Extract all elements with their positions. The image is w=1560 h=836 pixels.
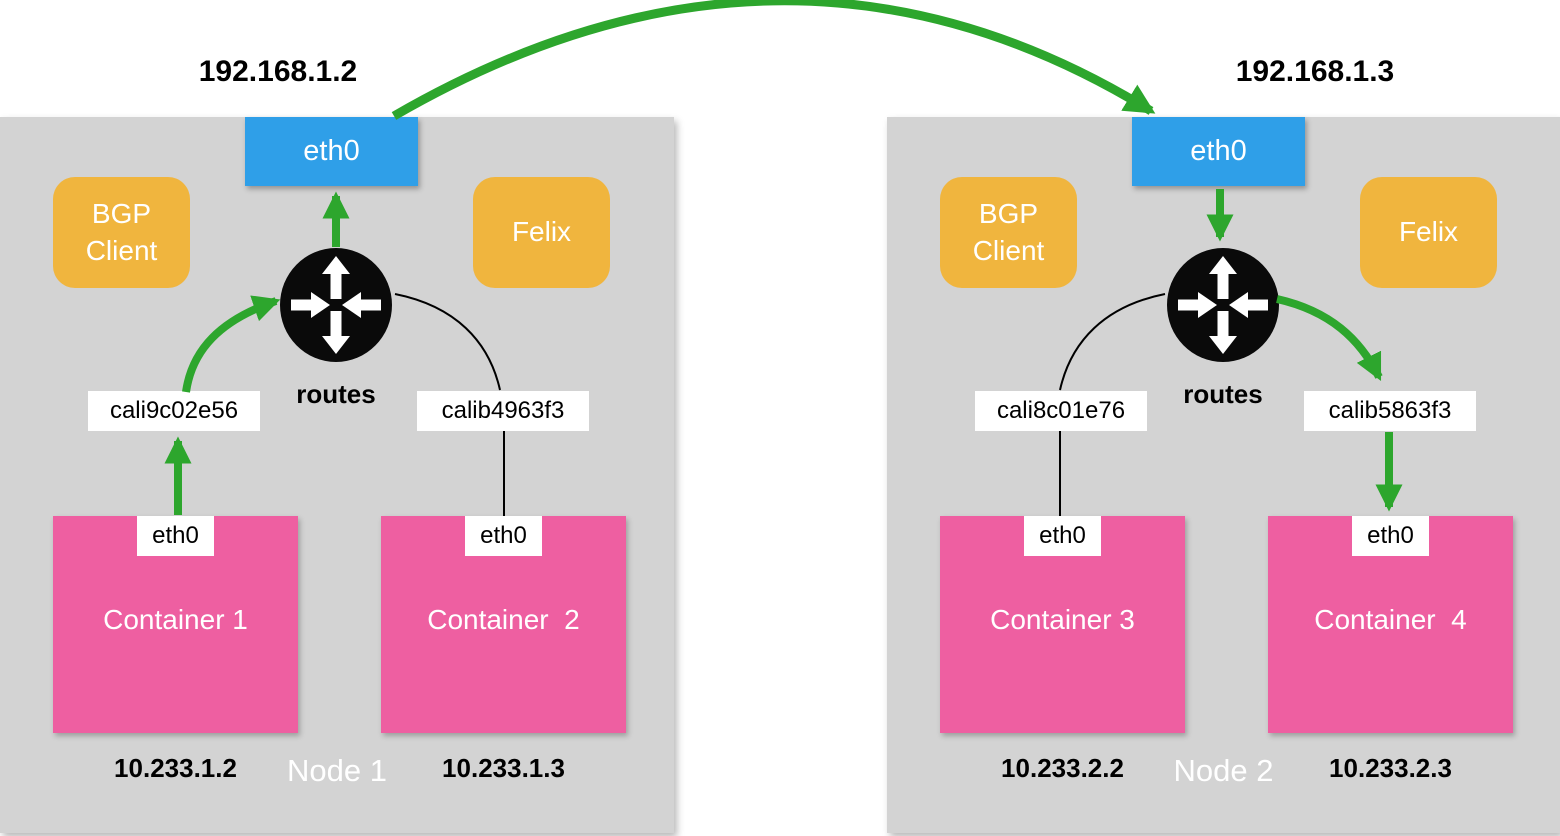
node-1-veth-cali9c02e56: cali9c02e56 (88, 391, 260, 431)
bgp-client-label: BGP Client (972, 198, 1045, 266)
container-4-box: eth0 Container 4 (1268, 516, 1513, 733)
node-2-felix-box: Felix (1360, 177, 1497, 288)
container-1-ip: 10.233.1.2 (114, 753, 237, 783)
node-1-routes-label: routes (296, 379, 376, 409)
node-1-label: Node 1 (287, 753, 387, 788)
container-1-eth0-interface: eth0 (137, 516, 214, 556)
node-1-host-ip: 192.168.1.2 (198, 55, 358, 88)
container-4-ip: 10.233.2.3 (1329, 753, 1452, 783)
node-1-eth0-interface: eth0 (245, 117, 418, 186)
container-2-ip: 10.233.1.3 (442, 753, 565, 783)
bgp-client-label: BGP Client (85, 198, 158, 266)
container-3-label: Container 3 (990, 604, 1135, 635)
felix-label: Felix (511, 216, 572, 248)
container-2-label: Container 2 (427, 604, 580, 635)
router-icon (1167, 248, 1279, 362)
container-2-eth0-interface: eth0 (465, 516, 542, 556)
node-1-bgp-client-box: BGP Client (53, 177, 190, 288)
node-1-felix-box: Felix (473, 177, 610, 288)
node-2-bgp-client-box: BGP Client (940, 177, 1077, 288)
container-1-box: eth0 Container 1 (53, 516, 298, 733)
node-2-veth-calib5863f3: calib5863f3 (1304, 391, 1476, 431)
arrow-host1-eth0-to-host2-eth0 (391, 0, 1156, 120)
container-2-box: eth0 Container 2 (381, 516, 626, 733)
node-2-host-ip: 192.168.1.3 (1235, 55, 1395, 88)
container-4-label: Container 4 (1314, 604, 1467, 635)
node-1-box: 192.168.1.2 eth0 BGP Client Felix routes… (0, 55, 674, 833)
node-2-box: 192.168.1.3 eth0 BGP Client Felix routes… (887, 55, 1560, 833)
container-3-box: eth0 Container 3 (940, 516, 1185, 733)
node-2-routes-label: routes (1183, 379, 1263, 409)
node-2-veth-cali8c01e76: cali8c01e76 (975, 391, 1147, 431)
felix-label: Felix (1398, 216, 1459, 248)
node-2-label: Node 2 (1173, 753, 1274, 788)
container-3-eth0-interface: eth0 (1024, 516, 1101, 556)
container-3-ip: 10.233.2.2 (1001, 753, 1124, 783)
container-1-label: Container 1 (103, 604, 248, 635)
container-4-eth0-interface: eth0 (1352, 516, 1429, 556)
node-2-eth0-interface: eth0 (1132, 117, 1305, 186)
router-icon (280, 248, 392, 362)
node-1-veth-calib4963f3: calib4963f3 (417, 391, 589, 431)
